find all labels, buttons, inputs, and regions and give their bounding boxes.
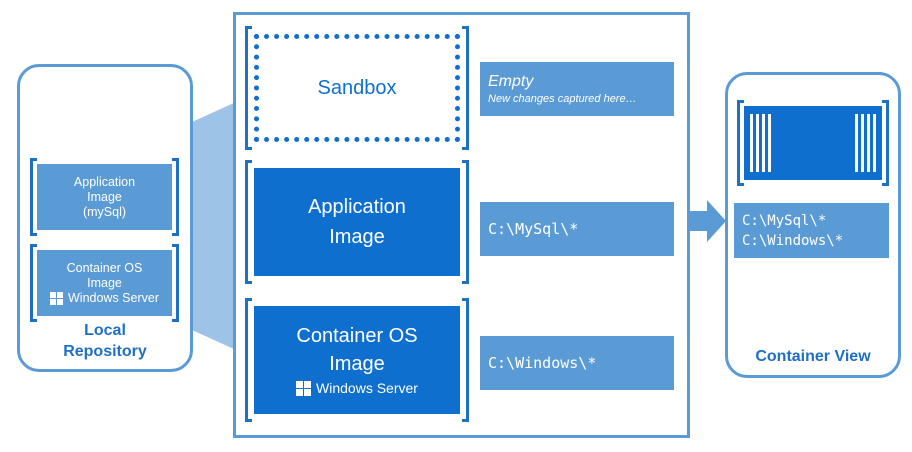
sandbox-frame	[245, 26, 469, 150]
windows-logo-icon	[50, 291, 63, 305]
sandbox-contents-title: Empty	[488, 72, 534, 90]
arrow-right-icon	[689, 200, 726, 242]
windows-logo-icon	[296, 380, 312, 396]
container-view-path-1: C:\MySql\*	[742, 212, 827, 229]
sandbox-layer: Sandbox	[254, 34, 460, 142]
local-repository-label-line2: Repository	[63, 343, 147, 360]
local-os-image-line1: Container OS	[66, 260, 143, 275]
container-os-brand-text: Windows Server	[316, 380, 418, 396]
container-icon	[744, 106, 882, 180]
local-app-image-line1: Application	[73, 174, 136, 189]
application-image-line1: Application	[308, 196, 406, 218]
local-repository-label: Local Repository	[17, 320, 193, 362]
local-app-image-line3: (mySql)	[82, 204, 127, 219]
local-repository-label-line1: Local	[84, 322, 126, 339]
local-os-image-line2: Image	[87, 275, 122, 290]
local-app-image-line2: Image	[87, 189, 122, 204]
application-image-frame	[245, 160, 469, 284]
container-icon-frame	[737, 100, 889, 186]
local-app-image: Application Image (mySql)	[37, 164, 172, 230]
application-image-line2: Image	[329, 226, 385, 248]
container-os-image-line1: Container OS	[296, 325, 418, 347]
local-os-brand: Windows Server	[50, 291, 159, 306]
container-os-image-line2: Image	[329, 353, 385, 375]
application-image-path: C:\MySql\*	[488, 220, 579, 238]
application-image-contents: C:\MySql\*	[480, 202, 674, 256]
local-os-image-frame	[30, 244, 179, 322]
container-os-image-frame	[245, 298, 469, 422]
local-os-image: Container OS Image Windows Server	[37, 250, 172, 316]
local-app-image-frame	[30, 158, 179, 236]
container-view-contents: C:\MySql\* C:\Windows\*	[734, 203, 889, 258]
sandbox-contents-subtitle: New changes captured here…	[488, 92, 637, 105]
container-os-image-layer: Container OS Image Windows Server	[254, 306, 460, 414]
container-view-path-2: C:\Windows\*	[742, 232, 844, 249]
sandbox-label: Sandbox	[317, 76, 397, 99]
container-os-brand: Windows Server	[296, 378, 418, 398]
local-os-brand-text: Windows Server	[68, 290, 159, 305]
container-os-image-contents: C:\Windows\*	[480, 336, 674, 390]
application-image-layer: Application Image	[254, 168, 460, 276]
container-os-image-path: C:\Windows\*	[488, 354, 597, 372]
container-view-label: Container View	[755, 348, 871, 365]
sandbox-contents: Empty New changes captured here…	[480, 62, 674, 116]
